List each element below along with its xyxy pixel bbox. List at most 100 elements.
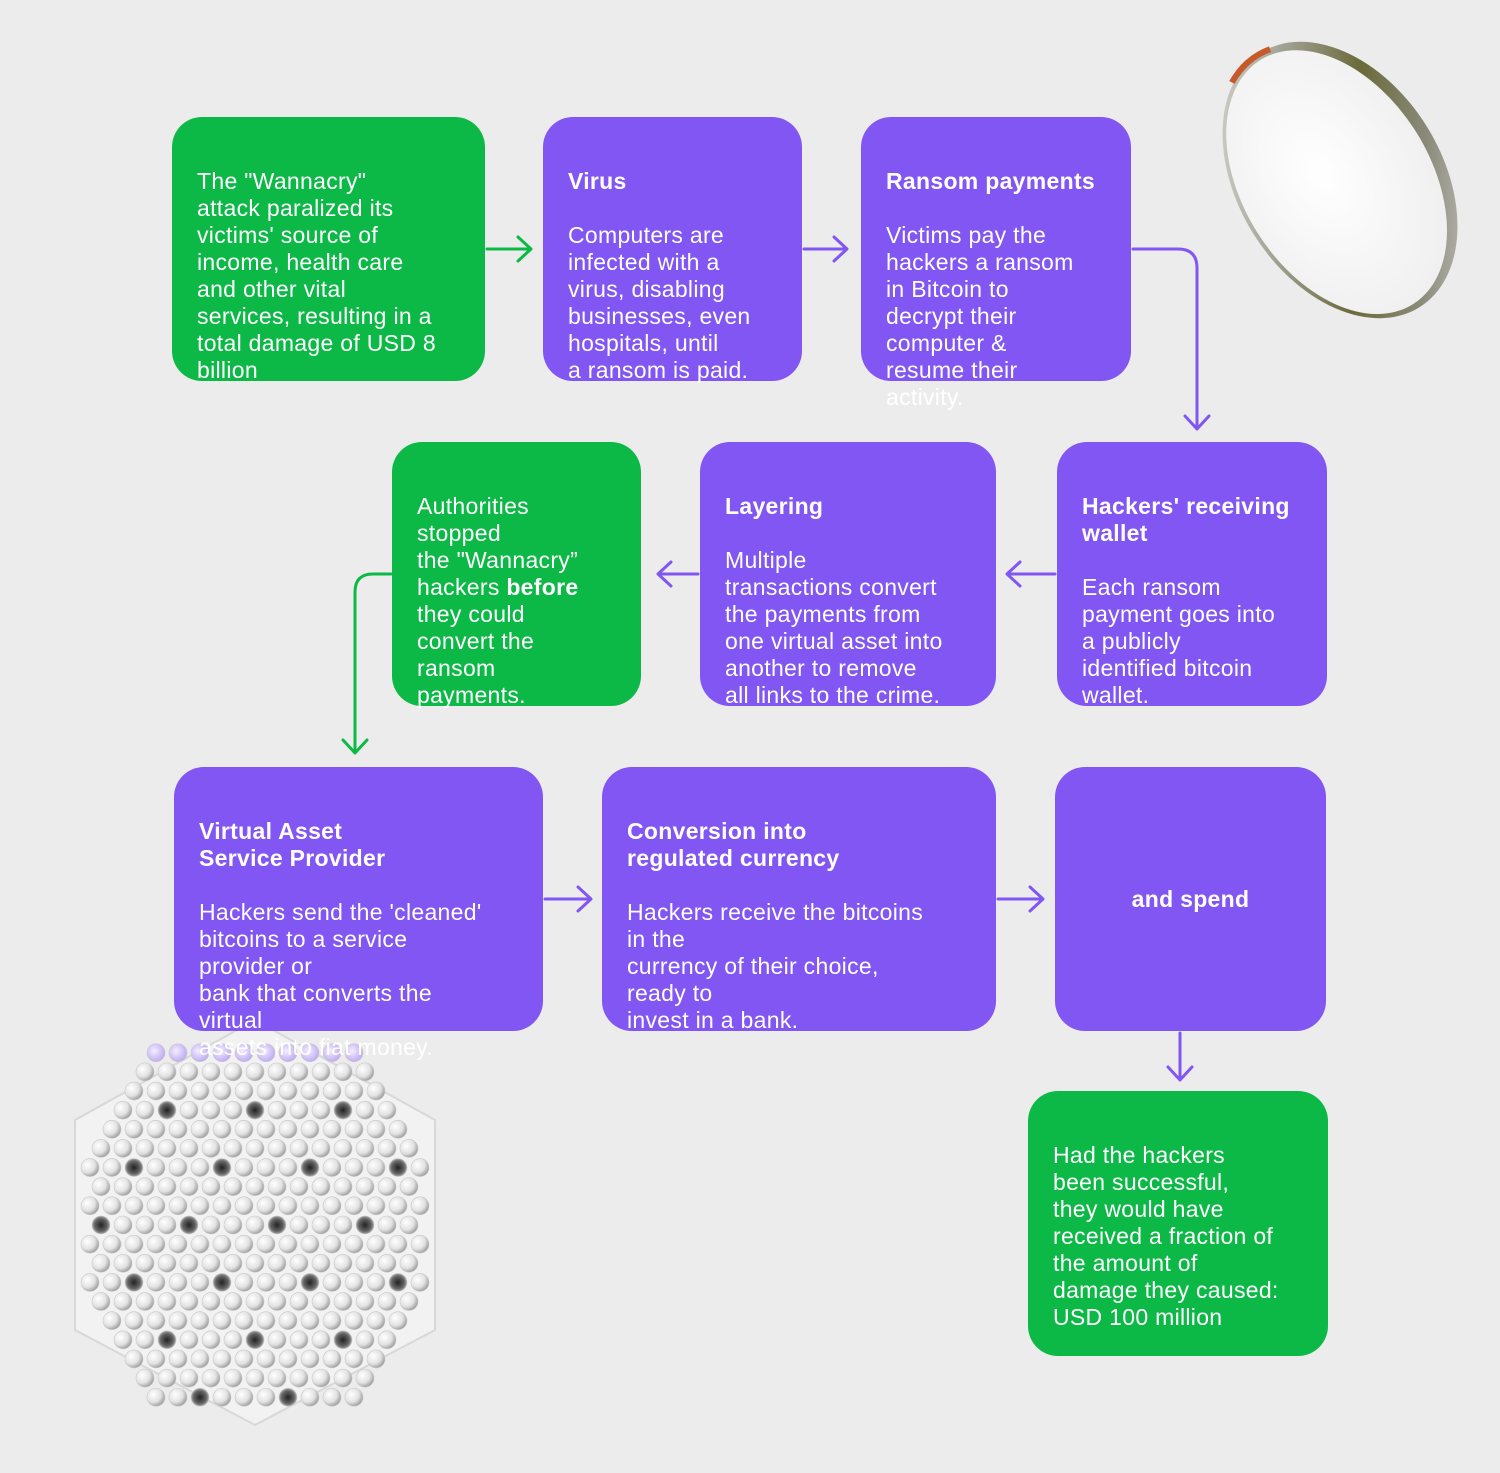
lattice-sphere — [410, 1196, 430, 1216]
lattice-sphere — [212, 1043, 232, 1063]
lattice-sphere — [300, 1311, 320, 1331]
lattice-sphere — [91, 1177, 111, 1197]
lattice-sphere — [135, 1368, 155, 1388]
lattice-sphere — [344, 1043, 364, 1063]
authorities-text-pre: Authorities stopped the "Wannacry” hacke… — [417, 493, 579, 600]
arrow-intro-to-virus — [485, 235, 533, 263]
lattice-sphere — [157, 1062, 177, 1082]
arrow-spend-to-outcome — [1166, 1031, 1194, 1082]
lattice-sphere — [179, 1368, 199, 1388]
arrow-vasp-to-conversion — [543, 885, 593, 913]
lattice-sphere — [157, 1177, 177, 1197]
lattice-sphere — [190, 1349, 210, 1369]
lattice-sphere — [322, 1273, 342, 1292]
lattice-sphere — [234, 1234, 254, 1254]
lattice-sphere — [201, 1330, 221, 1350]
lattice-sphere — [333, 1062, 353, 1082]
lattice-sphere — [168, 1081, 188, 1101]
lattice-sphere — [135, 1292, 155, 1311]
lattice-sphere — [146, 1311, 166, 1331]
lattice-sphere — [399, 1177, 419, 1197]
lattice-sphere — [135, 1215, 155, 1235]
lattice-sphere — [377, 1330, 397, 1350]
lattice-sphere — [168, 1196, 188, 1216]
lattice-sphere — [124, 1234, 144, 1254]
lattice-sphere — [333, 1100, 353, 1120]
lattice-sphere — [146, 1081, 166, 1101]
lattice-sphere — [245, 1177, 265, 1197]
lattice-sphere — [113, 1253, 133, 1273]
lattice-sphere — [300, 1234, 320, 1254]
lattice-sphere — [234, 1120, 254, 1139]
lattice-sphere — [168, 1311, 188, 1331]
lattice-sphere — [333, 1330, 353, 1350]
lattice-sphere — [102, 1234, 122, 1254]
lattice-sphere — [135, 1139, 155, 1158]
lattice-sphere — [102, 1311, 122, 1331]
lattice-sphere — [223, 1062, 243, 1082]
lattice-sphere — [366, 1158, 386, 1177]
arrow-ransom-to-wallet — [1131, 247, 1211, 431]
lattice-sphere — [168, 1273, 188, 1292]
layering-box: Layering Multiple transactions convert t… — [700, 442, 996, 708]
lattice-sphere — [201, 1253, 221, 1273]
arrow-authorities-to-vasp — [341, 572, 393, 755]
virus-text: Computers are infected with a virus, dis… — [568, 222, 751, 383]
lattice-sphere — [267, 1330, 287, 1350]
lattice-sphere — [113, 1215, 133, 1235]
arrow-wallet-to-layering — [1005, 560, 1057, 588]
lattice-sphere — [377, 1253, 397, 1273]
lattice-sphere — [322, 1158, 342, 1177]
lattice-sphere — [333, 1368, 353, 1388]
lattice-sphere — [256, 1234, 276, 1254]
lattice-sphere — [267, 1139, 287, 1158]
lattice-sphere — [344, 1234, 364, 1254]
lattice-sphere — [124, 1349, 144, 1369]
vasp-title: Virtual Asset Service Provider — [199, 818, 386, 871]
lattice-sphere — [146, 1349, 166, 1369]
lattice-sphere — [355, 1330, 375, 1350]
lattice-sphere — [190, 1234, 210, 1254]
lattice-sphere — [410, 1234, 430, 1254]
lattice-sphere — [91, 1292, 111, 1311]
lattice-sphere — [124, 1273, 144, 1292]
arrow-virus-to-ransom — [802, 235, 849, 263]
authorities-text-post: they could convert the ransom payments. — [417, 601, 535, 708]
lattice-sphere — [80, 1158, 100, 1177]
lattice-sphere — [190, 1387, 210, 1407]
lattice-sphere — [146, 1196, 166, 1216]
lattice-sphere — [388, 1311, 408, 1331]
lattice-sphere — [311, 1292, 331, 1311]
lattice-sphere — [344, 1273, 364, 1292]
lattice-sphere — [234, 1081, 254, 1101]
lattice-sphere — [168, 1387, 188, 1407]
lattice-sphere — [201, 1215, 221, 1235]
lattice-sphere — [168, 1234, 188, 1254]
lattice-sphere — [311, 1330, 331, 1350]
lattice-sphere — [388, 1196, 408, 1216]
lattice-sphere — [135, 1330, 155, 1350]
lattice-sphere — [212, 1081, 232, 1101]
lattice-sphere — [289, 1177, 309, 1197]
lattice-sphere — [267, 1062, 287, 1082]
lattice-sphere — [322, 1120, 342, 1139]
lattice-sphere — [278, 1196, 298, 1216]
lattice-sphere — [300, 1120, 320, 1139]
lattice-sphere — [212, 1273, 232, 1292]
lattice-sphere — [300, 1196, 320, 1216]
lattice-sphere — [256, 1196, 276, 1216]
wallet-box: Hackers' receiving wallet Each ransom pa… — [1057, 442, 1327, 708]
lattice-sphere — [289, 1253, 309, 1273]
lattice-sphere — [333, 1253, 353, 1273]
lattice-sphere — [157, 1253, 177, 1273]
lattice-sphere — [278, 1081, 298, 1101]
lattice-sphere — [344, 1349, 364, 1369]
lattice-sphere — [234, 1196, 254, 1216]
lattice-sphere — [322, 1387, 342, 1407]
lattice-sphere — [212, 1120, 232, 1139]
lattice-sphere — [256, 1311, 276, 1331]
vasp-box: Virtual Asset Service Provider Hackers s… — [174, 767, 543, 1060]
lattice-sphere — [212, 1158, 232, 1177]
lattice-sphere — [267, 1177, 287, 1197]
